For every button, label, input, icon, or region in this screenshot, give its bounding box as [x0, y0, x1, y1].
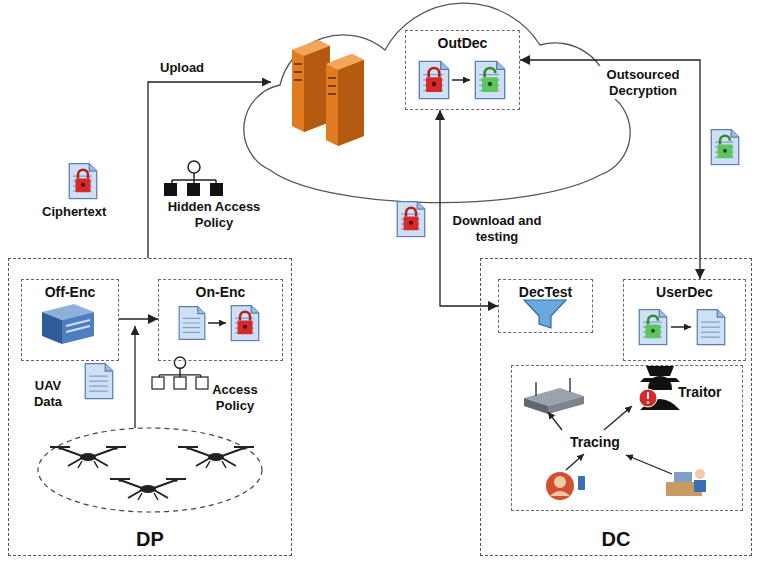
box-title: Off-Enc — [45, 284, 96, 300]
annotation-label: Access Policy — [203, 382, 267, 413]
annotation-label: Ciphertext — [42, 204, 106, 220]
box-title: UserDec — [656, 284, 713, 300]
box-title: Tracing — [570, 434, 620, 450]
edge-label: Outsourced Decryption — [594, 66, 692, 99]
annotation-label: UAV Data — [22, 378, 74, 409]
connector-arrow — [520, 60, 700, 279]
process-box: UserDec — [623, 279, 746, 361]
annotation-label: Upload — [160, 60, 204, 76]
box-title: OutDec — [438, 35, 488, 51]
box-title: Traitor — [678, 384, 722, 400]
edge-label: Download and testing — [447, 212, 547, 245]
process-box: TraitorTracing — [511, 365, 743, 511]
box-title: On-Enc — [196, 284, 246, 300]
region-title: DP — [136, 528, 164, 551]
connector-arrow — [119, 318, 158, 319]
process-box: DecTest — [498, 279, 593, 333]
annotation-label: Hidden Access Policy — [160, 199, 268, 230]
process-box: On-Enc — [158, 279, 283, 361]
process-box: Off-Enc — [21, 279, 119, 361]
region-title: DC — [602, 528, 631, 551]
region-box: DC DecTest UserDecTraitorTracing — [480, 258, 752, 556]
box-title: DecTest — [519, 284, 572, 300]
connector-arrow — [440, 110, 498, 306]
process-box: OutDec — [405, 30, 520, 110]
